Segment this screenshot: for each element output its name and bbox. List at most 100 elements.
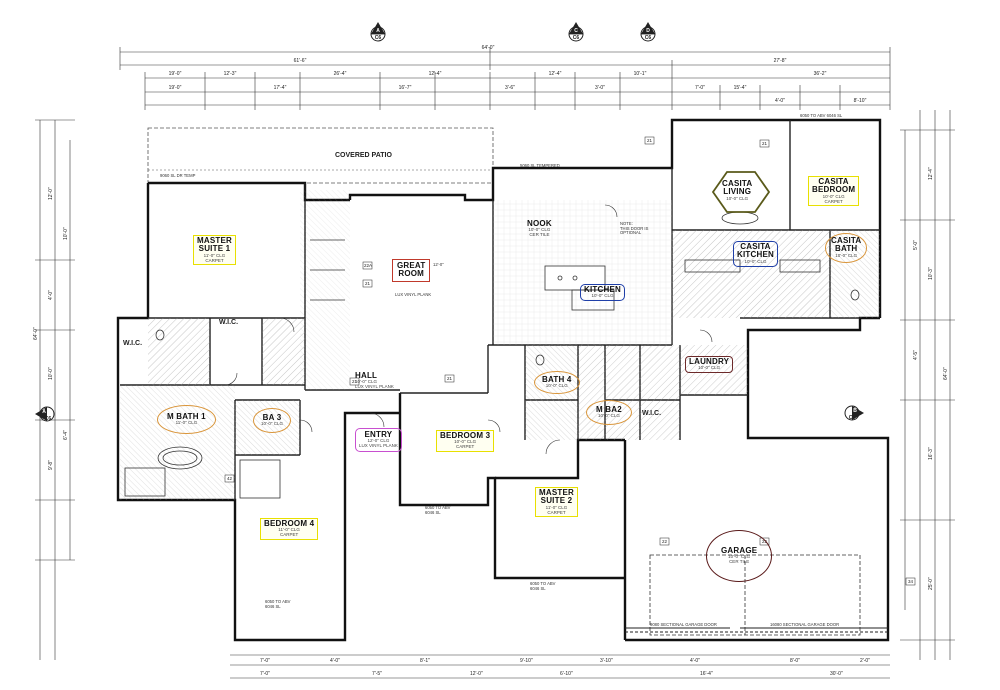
section-marker-right [844, 405, 864, 421]
svg-text:64'-0": 64'-0" [482, 45, 495, 51]
section-marker-left [35, 406, 55, 422]
svg-text:10'-1": 10'-1" [634, 71, 647, 77]
section-marker-top-2 [568, 22, 584, 42]
wic-2-label: W.I.C. [123, 340, 143, 347]
svg-text:10'-3": 10'-3" [928, 267, 934, 280]
svg-text:12'-4": 12'-4" [928, 167, 934, 180]
svg-text:34: 34 [908, 579, 914, 584]
svg-text:22: 22 [662, 539, 668, 544]
svg-text:12'-4": 12'-4" [549, 71, 562, 77]
svg-text:5'-0": 5'-0" [913, 240, 919, 250]
svg-text:21: 21 [762, 141, 768, 146]
svg-text:42: 42 [227, 476, 233, 481]
svg-text:19'-0": 19'-0" [169, 71, 182, 77]
svg-text:7'-0": 7'-0" [260, 671, 270, 677]
svg-text:12'-0": 12'-0" [48, 187, 54, 200]
svg-text:10'-0": 10'-0" [48, 367, 54, 380]
ba-3-label: BA 3 10'-0" CLG [253, 408, 291, 434]
garage-door-note-1: 9080 SECTIONAL GARAGE DOOR [650, 622, 717, 627]
svg-text:64'-0": 64'-0" [943, 367, 949, 380]
kitchen-label: KITCHEN 10'-0" CLG [580, 284, 625, 302]
svg-text:C6: C6 [45, 416, 52, 422]
svg-text:61'-6": 61'-6" [294, 58, 307, 64]
section-marker-top-3 [640, 22, 656, 42]
svg-text:4'-0": 4'-0" [48, 290, 54, 300]
svg-text:8'-1": 8'-1" [420, 658, 430, 664]
svg-text:C6: C6 [849, 415, 856, 421]
garage-doors [625, 627, 888, 633]
svg-text:17'-4": 17'-4" [274, 85, 287, 91]
covered-patio-label: COVERED PATIO [335, 152, 392, 159]
master-suite-1-label: MASTER SUITE 1 11'-0" CLG CARPET [193, 235, 236, 266]
svg-text:C6: C6 [645, 35, 652, 41]
window-note-3: 6050 TO ABV 6046 SL [530, 581, 556, 591]
casita-living-label: CASITA LIVING 10'-0" CLG [722, 179, 753, 201]
svg-text:36'-2": 36'-2" [814, 71, 827, 77]
svg-text:64'-0": 64'-0" [33, 327, 39, 340]
wic-1-label: W.I.C. [219, 319, 239, 326]
svg-text:21: 21 [447, 376, 453, 381]
svg-text:21: 21 [365, 281, 371, 286]
svg-text:8'-0": 8'-0" [790, 658, 800, 664]
svg-text:4'-5": 4'-5" [913, 350, 919, 360]
laundry-label: LAUNDRY 10'-0" CLG [685, 356, 734, 374]
window-tags: 22A 21 22 22 34 21 21 42 21 21 [224, 136, 916, 586]
svg-text:26'-4": 26'-4" [334, 71, 347, 77]
casita-kitchen-label: CASITA KITCHEN 10'-0" CLG [733, 241, 778, 267]
window-note-1: 6050 TO ABV 6046 SL [265, 599, 291, 609]
garage-door-note-2: 16080 SECTIONAL GARAGE DOOR [770, 622, 840, 627]
svg-text:7'-0": 7'-0" [695, 85, 705, 91]
svg-text:16'-4": 16'-4" [700, 671, 713, 677]
great-room-label: GREAT ROOM [392, 259, 431, 282]
casita-living-marker [711, 171, 771, 213]
svg-text:3'-6": 3'-6" [505, 85, 515, 91]
svg-text:A: A [42, 409, 46, 415]
sliding-door-note-1: 9060 SL DR TEMP [160, 173, 196, 178]
svg-text:12'-4": 12'-4" [429, 71, 442, 77]
fixtures [124, 211, 861, 636]
casita-bedroom-label: CASITA BEDROOM 10'-0" CLG CARPET [808, 176, 860, 207]
svg-text:15'-4": 15'-4" [734, 85, 747, 91]
great-room-height: 12'-0" [433, 262, 444, 267]
svg-text:21: 21 [647, 138, 653, 143]
exterior-walls [116, 118, 890, 642]
top-dimension-ticks [119, 47, 891, 110]
bedroom-3-label: BEDROOM 3 10'-0" CLG CARPET [436, 430, 495, 452]
nook-label: NOOK 10'-0" CLG CER TILE [527, 219, 552, 238]
svg-text:C: C [574, 28, 578, 34]
svg-text:22A: 22A [364, 263, 372, 268]
window-note-2: 6050 TO ABV 6046 SL [425, 505, 451, 515]
svg-text:27'-8": 27'-8" [774, 58, 787, 64]
optional-door-note: NOTE: THIS DOOR IS OPTIONAL [620, 221, 649, 236]
svg-text:4'-0": 4'-0" [775, 98, 785, 104]
svg-text:4'-0": 4'-0" [690, 658, 700, 664]
m-bath-1-label: M BATH 1 11'-0" CLG [157, 405, 216, 435]
svg-text:9'-10": 9'-10" [520, 658, 533, 664]
svg-text:7'-0": 7'-0" [260, 658, 270, 664]
svg-text:16'-3": 16'-3" [928, 447, 934, 460]
window-note-4: 6050 TO ABV 6046 SL [800, 113, 843, 118]
svg-text:C6: C6 [573, 35, 580, 41]
entry-label: ENTRY 12'-0" CLG LUX VINYL PLANK [355, 428, 402, 452]
m-ba2-label: M BA2 10'-0" CLG [586, 400, 632, 426]
wic-3-label: W.I.C. [642, 410, 662, 417]
svg-text:6'-10": 6'-10" [560, 671, 573, 677]
section-marker-top-1 [370, 22, 386, 42]
svg-text:3'-10": 3'-10" [600, 658, 613, 664]
door-swings [224, 204, 713, 455]
svg-text:7'-5": 7'-5" [372, 671, 382, 677]
svg-text:A: A [376, 28, 380, 34]
svg-text:D: D [646, 28, 650, 34]
svg-text:9'-8": 9'-8" [48, 460, 54, 470]
sliding-door-note-2: 5060 SL TEMPERED [520, 163, 560, 168]
garage-label: GARAGE 10'-0" CLG CER TILE [706, 530, 773, 582]
svg-text:12'-3": 12'-3" [224, 71, 237, 77]
svg-text:25'-0": 25'-0" [928, 577, 934, 590]
svg-text:8'-10": 8'-10" [854, 98, 867, 104]
hall-label: HALL 10'-0" CLG LUX VINYL PLANK [355, 371, 394, 390]
great-room-floor: LUX VINYL PLANK [395, 292, 432, 297]
master-suite-2-label: MASTER SUITE 2 11'-0" CLG CARPET [535, 487, 578, 518]
svg-text:30'-0": 30'-0" [830, 671, 843, 677]
svg-text:6'-4": 6'-4" [63, 430, 69, 440]
